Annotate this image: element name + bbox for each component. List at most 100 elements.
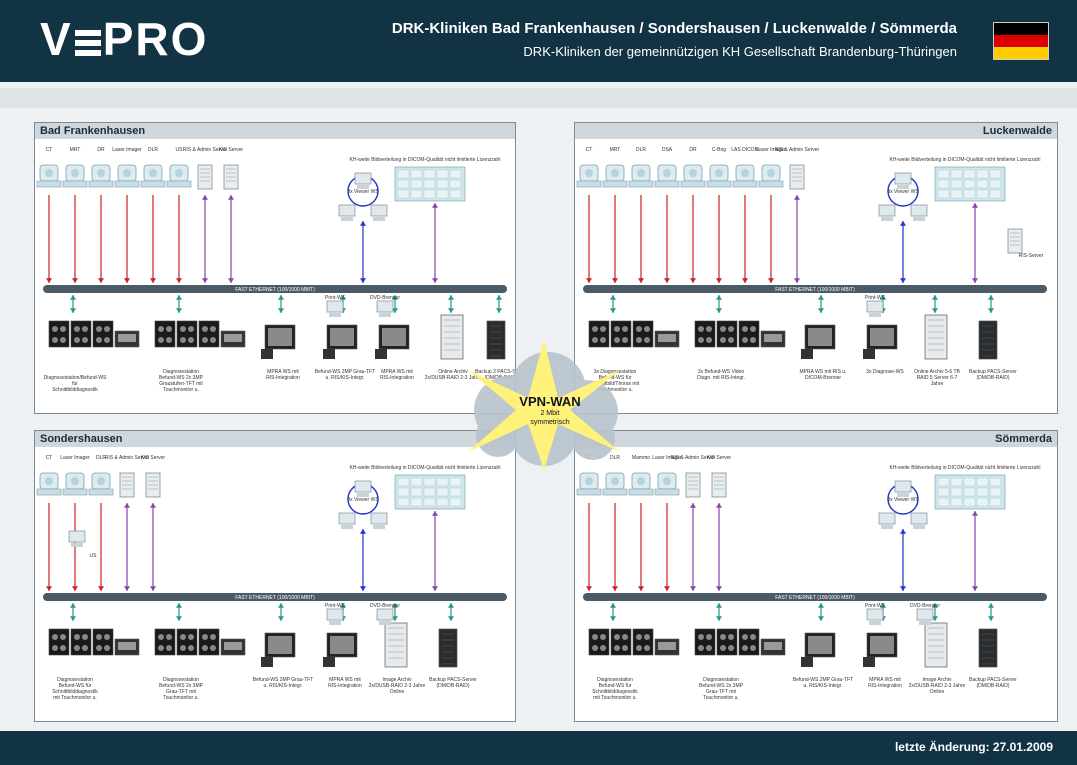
server-icon: [145, 472, 161, 498]
link-arrow-tail: [716, 603, 722, 608]
modality-label: Laser Imager: [756, 147, 786, 153]
viewer-pc-icon: [878, 512, 896, 529]
print-ws-icon: [326, 300, 344, 317]
modality-label: DLR: [96, 455, 106, 461]
workstation-label: (DM/DB-RAID): [976, 683, 1009, 689]
link-arrow-head: [278, 616, 284, 621]
workstation-label: Befund-WS 2MP Grau-TFT: [315, 369, 375, 375]
viewer-pc-icon: [894, 480, 912, 497]
link-arrow-head: [610, 616, 616, 621]
modality-icon: [706, 164, 732, 188]
wan-speed: 2 Mbit: [540, 410, 560, 417]
link-arrow-head: [932, 616, 938, 621]
modality-icon: [140, 164, 166, 188]
link-arrow-head: [900, 586, 906, 591]
workstation: [863, 324, 898, 359]
print-ws-icon: [866, 608, 884, 625]
dvd-burner-icon: [376, 300, 394, 317]
link-arrow-head: [448, 616, 454, 621]
workstation-label: für: [72, 381, 78, 387]
link-arrow-head: [586, 278, 592, 283]
link-arrow-tail: [880, 295, 886, 300]
link-arrow-tail: [818, 603, 824, 608]
workstation-label: Befund-WS 2x 3MP: [699, 683, 744, 689]
diagnostic-workstation: [48, 628, 140, 656]
remote-viewer-label: KH-weite Bildverteilung in DICOM-Qualitä…: [890, 465, 1041, 471]
wan-mode: symmetrisch: [530, 419, 570, 426]
workstation: [801, 632, 836, 667]
modality-label: KIS Server: [141, 455, 166, 461]
link-arrow-tail: [124, 503, 130, 508]
link-arrow-head: [46, 278, 52, 283]
modality-icon: [88, 472, 114, 496]
viewer-ws-label: 3x Viewer WS: [887, 189, 919, 195]
last-change-date: letzte Änderung: 27.01.2009: [894, 740, 1053, 754]
header-title: DRK-Kliniken Bad Frankenhausen / Sonders…: [391, 20, 957, 37]
workstation-label: 2x/DUSB-RAID 2-3 Jahre: [909, 683, 966, 689]
workstation-label: Befund-WS für: [59, 683, 92, 689]
link-arrow-tail: [360, 529, 366, 534]
workstation-label: (DM/DB-RAID): [436, 683, 469, 689]
workstation-label: Touchmonitor u.: [163, 695, 199, 701]
link-arrow-head: [612, 278, 618, 283]
link-arrow-head: [972, 278, 978, 283]
link-arrow-head: [638, 278, 644, 283]
ethernet-bus: [43, 593, 507, 601]
workstation-label: DICOM-Brenner: [805, 375, 841, 381]
workstation: [863, 632, 898, 667]
link-arrow-tail: [972, 511, 978, 516]
wan-star-icon: [468, 340, 620, 470]
modality-icon: [758, 164, 784, 188]
modality-label: Laser Imager: [112, 147, 142, 153]
link-arrow-tail: [392, 295, 398, 300]
link-arrow-tail: [988, 603, 994, 608]
viewer-pc-icon: [910, 204, 928, 221]
modality-icon: [62, 472, 88, 496]
server-icon: [119, 472, 135, 498]
link-arrow-tail: [690, 503, 696, 508]
modality-icon: [88, 164, 114, 188]
modality-label: MRT: [610, 147, 621, 153]
viewer-pc-icon: [354, 172, 372, 189]
modality-icon: [36, 472, 62, 496]
viewer-pc-icon: [338, 512, 356, 529]
ethernet-bus-label: FAST ETHERNET (100/1000 MBIT): [775, 595, 855, 601]
ris-server-icon: [1007, 228, 1023, 254]
server-icon: [789, 164, 805, 190]
workstation-label: Jahre: [931, 381, 944, 387]
modality-label: RIS & Admin Server: [671, 455, 716, 461]
link-arrow-tail: [496, 295, 502, 300]
workstation-label: Schnittbilddiagnostik: [52, 689, 98, 695]
ethernet-bus-label: FAST ETHERNET (100/1000 MBIT): [235, 595, 315, 601]
workstation-label: Befund-WS 2x 3MP: [159, 375, 204, 381]
wan-title: VPN-WAN: [519, 394, 581, 409]
link-arrow-head: [392, 616, 398, 621]
link-arrow-tail: [716, 295, 722, 300]
link-arrow-head: [988, 308, 994, 313]
modality-label: DLR: [636, 147, 646, 153]
workstation-label: Touchmonitor u.: [163, 387, 199, 393]
workstation-label: Grau-TFT mit: [706, 689, 737, 695]
modality-icon: [602, 472, 628, 496]
workstation-label: Schnittbilddiagnostik: [592, 689, 638, 695]
workstation-label: MPRA WS mit: [381, 369, 413, 375]
link-arrow-tail: [988, 295, 994, 300]
link-arrow-tail: [448, 603, 454, 608]
link-arrow-head: [392, 308, 398, 313]
workstation-label: 3x Diagnose-WS: [866, 369, 904, 375]
diagnostic-workstation: [588, 320, 680, 348]
workstation-label: MPRA WS mit: [267, 369, 299, 375]
ethernet-bus: [43, 285, 507, 293]
header-subtitle: DRK-Kliniken der gemeinnützigen KH Gesel…: [523, 44, 957, 59]
link-arrow-tail: [900, 529, 906, 534]
modality-icon: [576, 472, 602, 496]
link-arrow-head: [742, 278, 748, 283]
extra-device-label: DVD-Brenner: [910, 603, 940, 609]
modality-label: CT: [586, 147, 593, 153]
modality-icon: [628, 472, 654, 496]
remote-viewer-group: KH-weite Bildverteilung in DICOM-Qualitä…: [878, 157, 1040, 221]
archive-server: [440, 314, 464, 360]
workstation-label: Online: [390, 689, 405, 695]
